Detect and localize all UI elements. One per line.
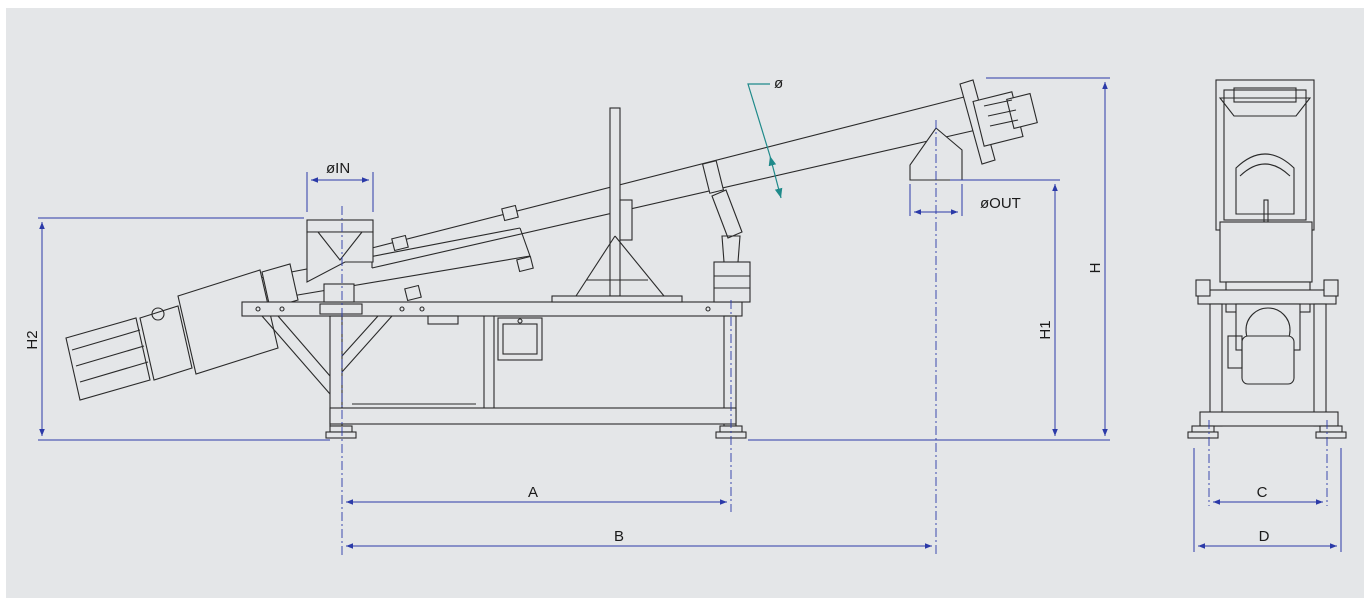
feed-tube [259,204,534,302]
label-c: C [1257,484,1268,501]
label-h: H [1087,263,1104,274]
label-dia-in: øIN [326,160,350,177]
label-d: D [1259,528,1270,545]
label-h2: H2 [24,330,41,349]
front-view [1187,79,1347,506]
label-b: B [614,528,624,545]
side-view [65,79,1038,556]
outlet-drive [959,79,1038,165]
tube-support-stand [551,107,683,303]
label-a: A [528,484,538,501]
base-frame [261,315,737,427]
main-rail [241,283,743,317]
motor-gearbox [65,263,299,401]
adjust-arm [711,189,751,303]
label-h1: H1 [1037,320,1054,339]
inlet-hopper [306,219,374,283]
dimension-labels: ø øIN øOUT H2 H1 H A B C D [24,75,1270,545]
label-dia: ø [774,75,783,92]
control-box [497,317,543,361]
tube-clamp [701,160,725,194]
dimensions [38,77,1342,552]
label-dia-out: øOUT [980,195,1021,212]
